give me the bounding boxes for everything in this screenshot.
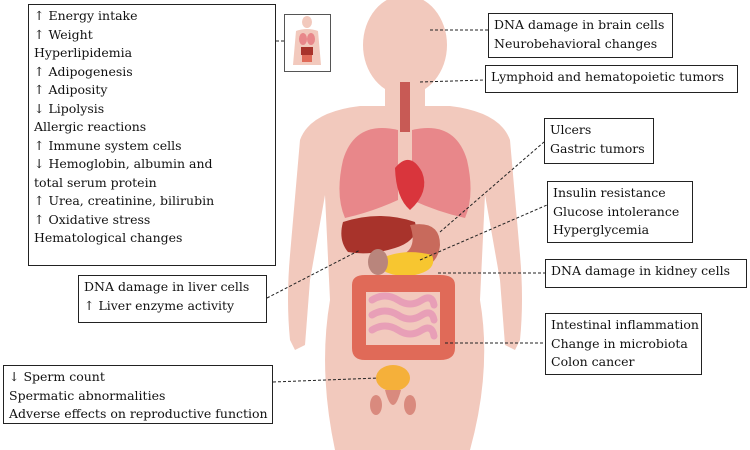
liver-effects-box: DNA damage in liver cells ↑ Liver enzyme… [78,275,267,323]
reproductive-effect: Spermatic abnormalities [9,387,166,403]
systemic-effect: ↑ Immune system cells [34,137,182,153]
systemic-effect: ↑ Energy intake [34,8,138,23]
left-lung [339,128,398,218]
leader-reproductive [272,377,379,383]
systemic-effects-box: ↑ Energy intake ↑ Weight Hyperlipidemia … [28,4,276,266]
pancreas-effect: Hyperglycemia [553,222,650,237]
kidney-effects-box: DNA damage in kidney cells [545,259,747,288]
lymphoid-effect: Lymphoid and hematopoietic tumors [491,69,725,84]
body-thumbnail-drawing [293,16,321,65]
pancreas-effects-box: Insulin resistance Glucose intolerance H… [547,181,693,243]
systemic-effect: ↑ Oxidative stress [34,211,151,227]
leader-stomach [439,141,545,233]
systemic-effect: Hematological changes [34,230,183,245]
intestine-effect: Colon cancer [551,354,635,369]
stomach-effect: Ulcers [550,122,592,137]
right-lung [412,128,471,218]
liver [341,216,416,254]
reproductive-effects-box: ↓ Sperm count Spermatic abnormalities Ad… [3,365,273,424]
stomach-effect: Gastric tumors [550,140,645,156]
reproductive-organ [385,390,401,405]
brain-effect: Neurobehavioral changes [494,35,658,51]
stomach-effects-box: Ulcers Gastric tumors [544,118,654,164]
brain-effects-box: DNA damage in brain cells Neurobehaviora… [488,13,673,58]
liver-effect: ↑ Liver enzyme activity [84,297,235,313]
bladder [376,365,410,391]
left-testis [370,395,382,415]
intestine-effect: Change in microbiota [551,335,688,351]
intestine-effects-box: Intestinal inflammation Change in microb… [545,313,702,375]
reproductive-effect: Adverse effects on reproductive function [9,406,268,421]
leader-lymph [419,79,486,83]
systemic-effect: ↑ Adipogenesis [34,63,133,79]
pancreas-effect: Insulin resistance [553,185,666,200]
lymphoid-effects-box: Lymphoid and hematopoietic tumors [485,65,738,93]
systemic-effect: ↑ Adiposity [34,82,108,97]
intestine-effect: Intestinal inflammation [551,317,699,332]
leader-pancreas [419,204,548,261]
liver-effect: DNA damage in liver cells [84,279,250,294]
small-intestine [368,292,438,340]
colon [352,275,455,360]
kidney [368,249,388,275]
body-thumbnail [284,14,331,72]
pancreas [382,252,434,276]
pancreas-effect: Glucose intolerance [553,203,680,219]
brain-effect: DNA damage in brain cells [494,17,665,32]
systemic-effect: ↑ Weight [34,26,93,42]
systemic-effect: ↓ Hemoglobin, albumin and [34,156,213,171]
systemic-effect: Allergic reactions [34,119,147,134]
systemic-effect: Hyperlipidemia [34,45,133,60]
heart [395,159,425,210]
leader-lines [266,29,548,383]
kidney-effect: DNA damage in kidney cells [551,263,730,278]
reproductive-effect: ↓ Sperm count [9,369,105,384]
right-testis [404,395,416,415]
systemic-effect: total serum protein [34,174,157,190]
leader-liver [266,249,361,299]
systemic-effect: ↑ Urea, creatinine, bilirubin [34,193,215,208]
trachea [400,82,410,132]
systemic-effect: ↓ Lipolysis [34,100,105,116]
